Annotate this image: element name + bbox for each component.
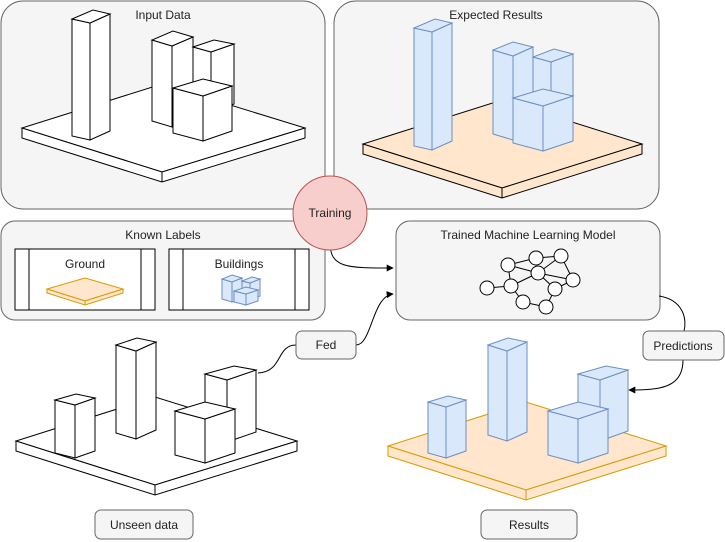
unseen-building-front-block [173, 401, 237, 464]
input-city-model [20, 9, 307, 183]
results-caption: Results [480, 509, 578, 540]
unseen-data-label: Unseen data [110, 518, 178, 532]
predictions-to-results-arrow [628, 359, 684, 394]
buildings-label-text: Buildings [215, 257, 264, 271]
unseen-data-caption: Unseen data [94, 509, 194, 540]
expected-results-title: Expected Results [449, 8, 542, 22]
unseen-building-tall [114, 337, 158, 440]
trained-model-panel: Trained Machine Learning Model [395, 220, 661, 321]
training-label: Training [309, 206, 352, 220]
ground-swatch [45, 277, 125, 306]
predictions-node: Predictions [642, 330, 725, 361]
expected-city-model [361, 18, 644, 199]
results-label: Results [509, 518, 549, 532]
expected-results-panel: Expected Results [333, 0, 660, 210]
ground-label-card: Ground [14, 248, 156, 311]
known-labels-title: Known Labels [125, 228, 200, 242]
known-labels-panel: Known Labels Ground Buildings [0, 220, 326, 321]
predictions-label: Predictions [653, 339, 712, 353]
unseen-to-fed-line [257, 344, 297, 374]
unseen-building-left [53, 393, 97, 459]
buildings-swatch [220, 274, 262, 306]
input-building-tall [70, 9, 112, 141]
results-city-model [386, 337, 668, 501]
input-building-front-block [171, 78, 234, 142]
unseen-city-model [14, 337, 299, 496]
ground-label-text: Ground [65, 257, 105, 271]
results-building-left [426, 395, 468, 459]
results-building-front-block [546, 401, 610, 464]
training-node: Training [292, 175, 368, 251]
fed-label: Fed [316, 338, 337, 352]
expected-building-tall [412, 18, 454, 151]
expected-building-front-block [511, 88, 575, 152]
input-data-title: Input Data [135, 8, 191, 22]
trained-model-title: Trained Machine Learning Model [441, 228, 616, 242]
model-to-predictions-line [658, 295, 686, 332]
input-data-panel: Input Data [0, 0, 326, 210]
buildings-label-card: Buildings [168, 248, 310, 311]
fed-node: Fed [295, 330, 357, 360]
results-building-tall [486, 337, 529, 442]
neural-network-icon [479, 248, 581, 315]
fed-to-model-arrow [355, 291, 394, 346]
